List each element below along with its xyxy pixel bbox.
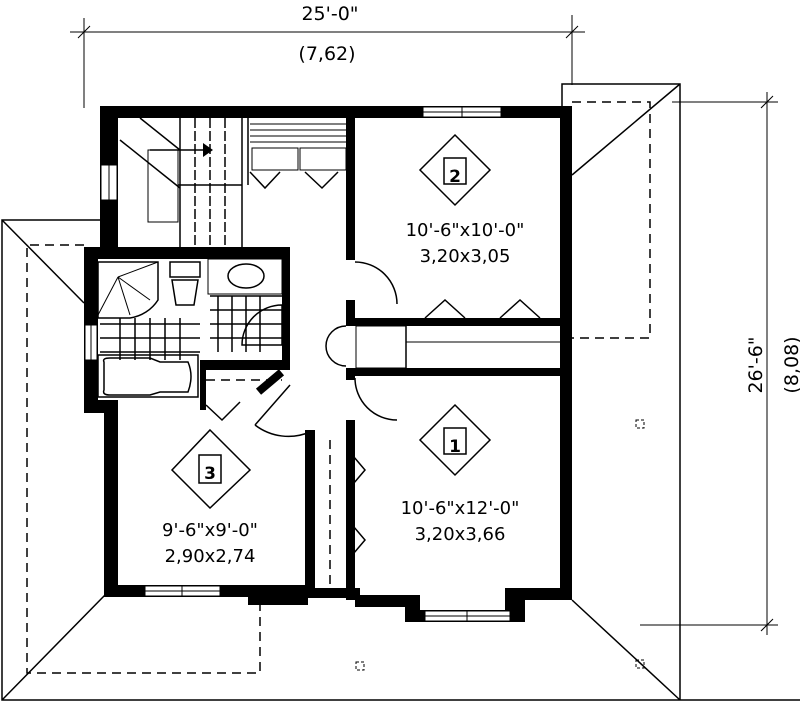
room-number: 1 [449, 437, 461, 457]
sink-icon [227, 263, 265, 289]
room-size-imperial: 9'-6"x9'-0" [162, 520, 258, 541]
stair-arrow-icon [203, 143, 213, 157]
room-size-metric: 3,20x3,05 [420, 246, 511, 267]
linen-shelves [247, 118, 347, 190]
bathroom [97, 258, 283, 398]
right-roof [355, 83, 681, 701]
shower-icon [97, 261, 159, 319]
room-size-imperial: 10'-6"x12'-0" [401, 498, 520, 519]
room-number: 2 [449, 167, 461, 187]
doors [205, 261, 560, 588]
room-bedroom-2: 2 10'-6"x10'-0" 3,20x3,05 [406, 133, 525, 267]
width-imperial-label: 25'-0" [301, 3, 358, 25]
depth-dimension: 26'-6" (8,08) [640, 92, 800, 635]
bathtub-icon [97, 354, 199, 398]
room-size-metric: 3,20x3,66 [415, 524, 506, 545]
bathroom-door [241, 304, 283, 346]
room-bedroom-1: 1 10'-6"x12'-0" 3,20x3,66 [401, 403, 520, 545]
room-bedroom-3: 3 9'-6"x9'-0" 2,90x2,74 [162, 428, 258, 567]
floor-tiles [100, 295, 282, 360]
left-roof [1, 219, 800, 701]
room-size-imperial: 10'-6"x10'-0" [406, 220, 525, 241]
room-number: 3 [204, 464, 216, 484]
depth-metric-label: (8,08) [781, 336, 800, 393]
toilet-icon [169, 261, 201, 278]
depth-imperial-label: 26'-6" [745, 336, 767, 393]
windows [84, 106, 511, 622]
room-size-metric: 2,90x2,74 [165, 546, 256, 567]
width-metric-label: (7,62) [298, 43, 355, 65]
width-dimension: 25'-0" (7,62) [70, 3, 585, 108]
staircase [119, 117, 347, 247]
